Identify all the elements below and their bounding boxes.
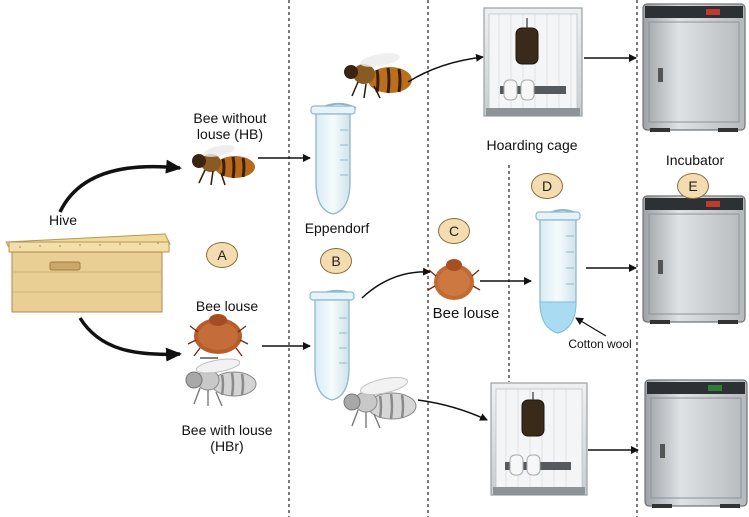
eppendorf-tube-icon xyxy=(310,102,357,215)
hoarding-cage-label: Hoarding cage xyxy=(486,137,578,153)
step-badge-a: A xyxy=(206,242,238,268)
incubator-icon-3 xyxy=(644,379,748,508)
bee-louse-icon-2 xyxy=(427,259,481,300)
bee-louse-mid-label: Bee louse xyxy=(432,305,500,322)
column-dividers xyxy=(288,0,638,517)
bee-louse-label: Bee louse xyxy=(195,298,259,314)
beehive-box-icon xyxy=(5,233,171,313)
cotton-wool-pointer xyxy=(575,317,607,337)
incubator-label: Incubator xyxy=(665,152,725,168)
eppendorf-tube-icon-2 xyxy=(309,289,355,401)
hbr-to-cage-arrow xyxy=(417,399,488,421)
bee-without-louse-label: Bee without louse (HB) xyxy=(193,110,267,142)
step-badge-e: E xyxy=(677,173,709,199)
step-badge-b: B xyxy=(320,248,352,274)
bee-louse-icon xyxy=(187,314,249,359)
bee-to-cage-arrow xyxy=(407,53,484,83)
hive-to-louse-arrow xyxy=(78,317,182,362)
cotton-wool-label: Cotton wool xyxy=(568,337,632,351)
hive-to-hb-arrow xyxy=(58,159,182,213)
honeybee-with-louse-icon xyxy=(185,358,257,407)
step-badge-c: C xyxy=(438,218,470,244)
cotton-wool-tube-icon xyxy=(535,209,581,334)
incubator-icon-2 xyxy=(642,195,746,324)
step-badge-d: D xyxy=(531,173,563,199)
incubator-icon xyxy=(642,3,746,132)
hoarding-cage-icon-2 xyxy=(490,382,588,496)
bee-with-louse-label: Bee with louse (HBr) xyxy=(181,422,273,454)
hoarding-cage-icon xyxy=(483,7,583,117)
honeybee-icon xyxy=(192,145,255,186)
tube-to-louse-arrow xyxy=(361,267,431,299)
honeybee-icon-2 xyxy=(344,53,412,99)
honeybee-with-louse-icon-2 xyxy=(343,377,417,429)
eppendorf-label: Eppendorf xyxy=(304,220,370,236)
hive-label: Hive xyxy=(48,212,77,228)
